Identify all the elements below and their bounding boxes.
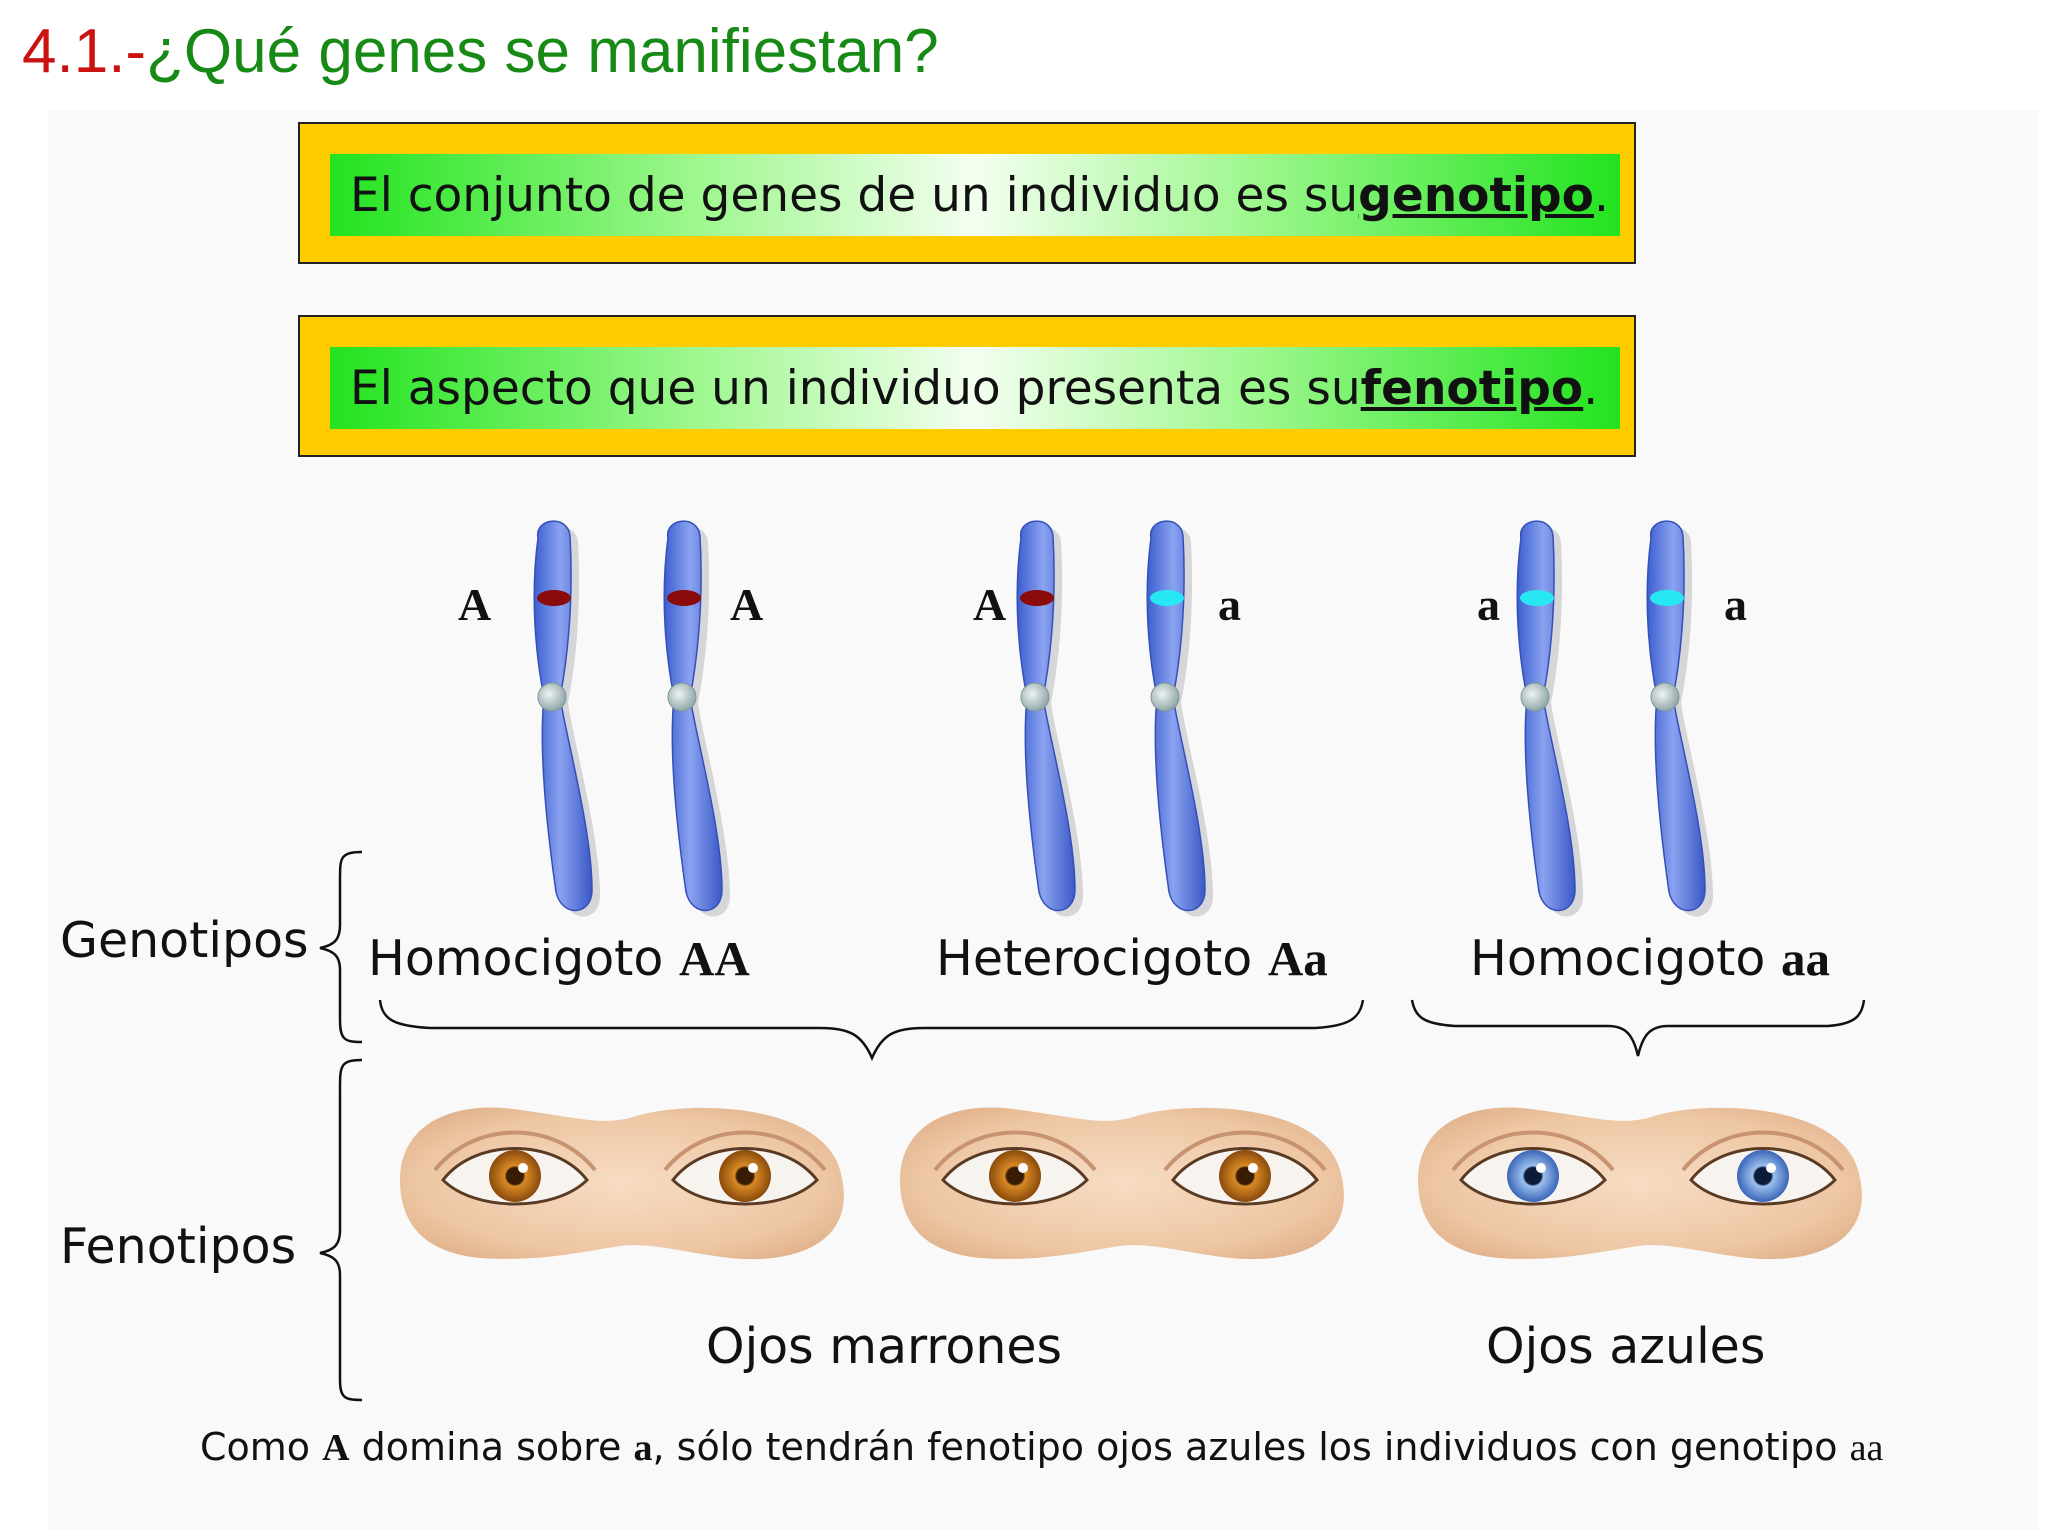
phenotypes-side-label: Fenotipos — [60, 1218, 297, 1275]
slide-title: 4.1.-¿Qué genes se manifiestan? — [22, 17, 939, 86]
allele-label: a — [1724, 579, 1747, 630]
allele-label: A — [730, 579, 764, 630]
footer-text: Como — [200, 1425, 323, 1469]
iris — [1737, 1150, 1789, 1202]
allele-label: a — [1477, 579, 1500, 630]
eyelid-crease — [1163, 1130, 1327, 1172]
chromosome — [533, 520, 600, 917]
allele-label: A — [973, 579, 1007, 630]
genotype-code: aa — [1780, 931, 1830, 986]
iris — [1507, 1150, 1559, 1202]
genotype-code: Aa — [1267, 931, 1328, 986]
gene-locus-band — [1650, 590, 1684, 606]
eye-highlight — [1248, 1163, 1258, 1173]
centromere — [667, 682, 697, 712]
skin-patch — [900, 1107, 1344, 1260]
centromere — [1150, 682, 1180, 712]
centromere — [1520, 682, 1550, 712]
footer-dominant-allele: A — [322, 1427, 350, 1469]
iris — [489, 1150, 541, 1202]
centromere — [1650, 682, 1680, 712]
eye-highlight — [1018, 1163, 1028, 1173]
chromosome — [1646, 520, 1713, 917]
iris — [989, 1150, 1041, 1202]
blue-eyes-brace — [1410, 999, 1866, 1057]
allele-label: a — [1218, 579, 1241, 630]
phenotypes-brace — [319, 1058, 363, 1402]
gene-locus-band — [667, 590, 701, 606]
footer-text: , sólo tendrán fenotipo ojos azules los … — [652, 1425, 1850, 1469]
genotype-label-homozygous-recessive: Homocigoto aa — [1470, 930, 1830, 987]
skin-patch — [1418, 1107, 1862, 1260]
genotypes-side-label: Genotipos — [60, 912, 309, 969]
genotypes-brace — [319, 850, 363, 1044]
eye-highlight — [518, 1163, 528, 1173]
eye-highlight — [748, 1163, 758, 1173]
genotype-name: Homocigoto — [1470, 930, 1781, 987]
footer-recessive-allele: a — [633, 1427, 653, 1469]
eyelid-crease — [1451, 1130, 1615, 1172]
genotype-label-heterozygous: Heterocigoto Aa — [936, 930, 1328, 987]
gene-locus-band — [1150, 590, 1184, 606]
phenotype-keyword: fenotipo — [1360, 360, 1584, 416]
genotype-label-homozygous-dominant: Homocigoto AA — [368, 930, 750, 987]
genotype-name: Homocigoto — [368, 930, 679, 987]
chromosome — [1146, 520, 1213, 917]
gene-locus-band — [537, 590, 571, 606]
genotype-keyword: genotipo — [1358, 167, 1594, 223]
phenotype-definition-box: El aspecto que un individuo presenta es … — [298, 315, 1636, 457]
genotype-definition-text: El conjunto de genes de un individuo es … — [350, 167, 1359, 223]
chromosome — [663, 520, 730, 917]
chromosome — [1016, 520, 1083, 917]
eyelid-crease — [933, 1130, 1097, 1172]
title-number: 4.1.- — [22, 17, 147, 86]
eyelid-crease — [433, 1130, 597, 1172]
blue-eyes-pair — [1418, 1107, 1862, 1260]
footer-text: domina sobre — [349, 1425, 634, 1469]
eye-highlight — [1536, 1163, 1546, 1173]
title-text: ¿Qué genes se manifiestan? — [146, 17, 939, 86]
brown-eyes-pair — [900, 1107, 1344, 1260]
iris — [1219, 1150, 1271, 1202]
footer-genotype: aa — [1849, 1427, 1884, 1469]
genotype-definition: El conjunto de genes de un individuo es … — [330, 154, 1620, 236]
eye-highlight — [1766, 1163, 1776, 1173]
genotype-name: Heterocigoto — [936, 930, 1268, 987]
centromere — [1020, 682, 1050, 712]
brown-eyes-caption: Ojos marrones — [706, 1318, 1063, 1375]
eyelid-crease — [663, 1130, 827, 1172]
eyelid-crease — [1681, 1130, 1845, 1172]
allele-label: A — [458, 579, 492, 630]
gene-locus-band — [1520, 590, 1554, 606]
phenotype-definition-period: . — [1583, 360, 1599, 416]
brown-eyes-pair — [400, 1107, 844, 1260]
footer-note: Como A domina sobre a, sólo tendrán feno… — [200, 1425, 1883, 1470]
phenotype-definition-text: El aspecto que un individuo presenta es … — [350, 360, 1361, 416]
phenotype-definition: El aspecto que un individuo presenta es … — [330, 347, 1620, 429]
chromosome — [1516, 520, 1583, 917]
genotype-code: AA — [678, 931, 750, 986]
genotype-definition-box: El conjunto de genes de un individuo es … — [298, 122, 1636, 264]
gene-locus-band — [1020, 590, 1054, 606]
iris — [719, 1150, 771, 1202]
genotype-definition-period: . — [1593, 167, 1609, 223]
brown-eyes-brace — [378, 999, 1365, 1062]
centromere — [537, 682, 567, 712]
blue-eyes-caption: Ojos azules — [1486, 1318, 1766, 1375]
skin-patch — [400, 1107, 844, 1260]
